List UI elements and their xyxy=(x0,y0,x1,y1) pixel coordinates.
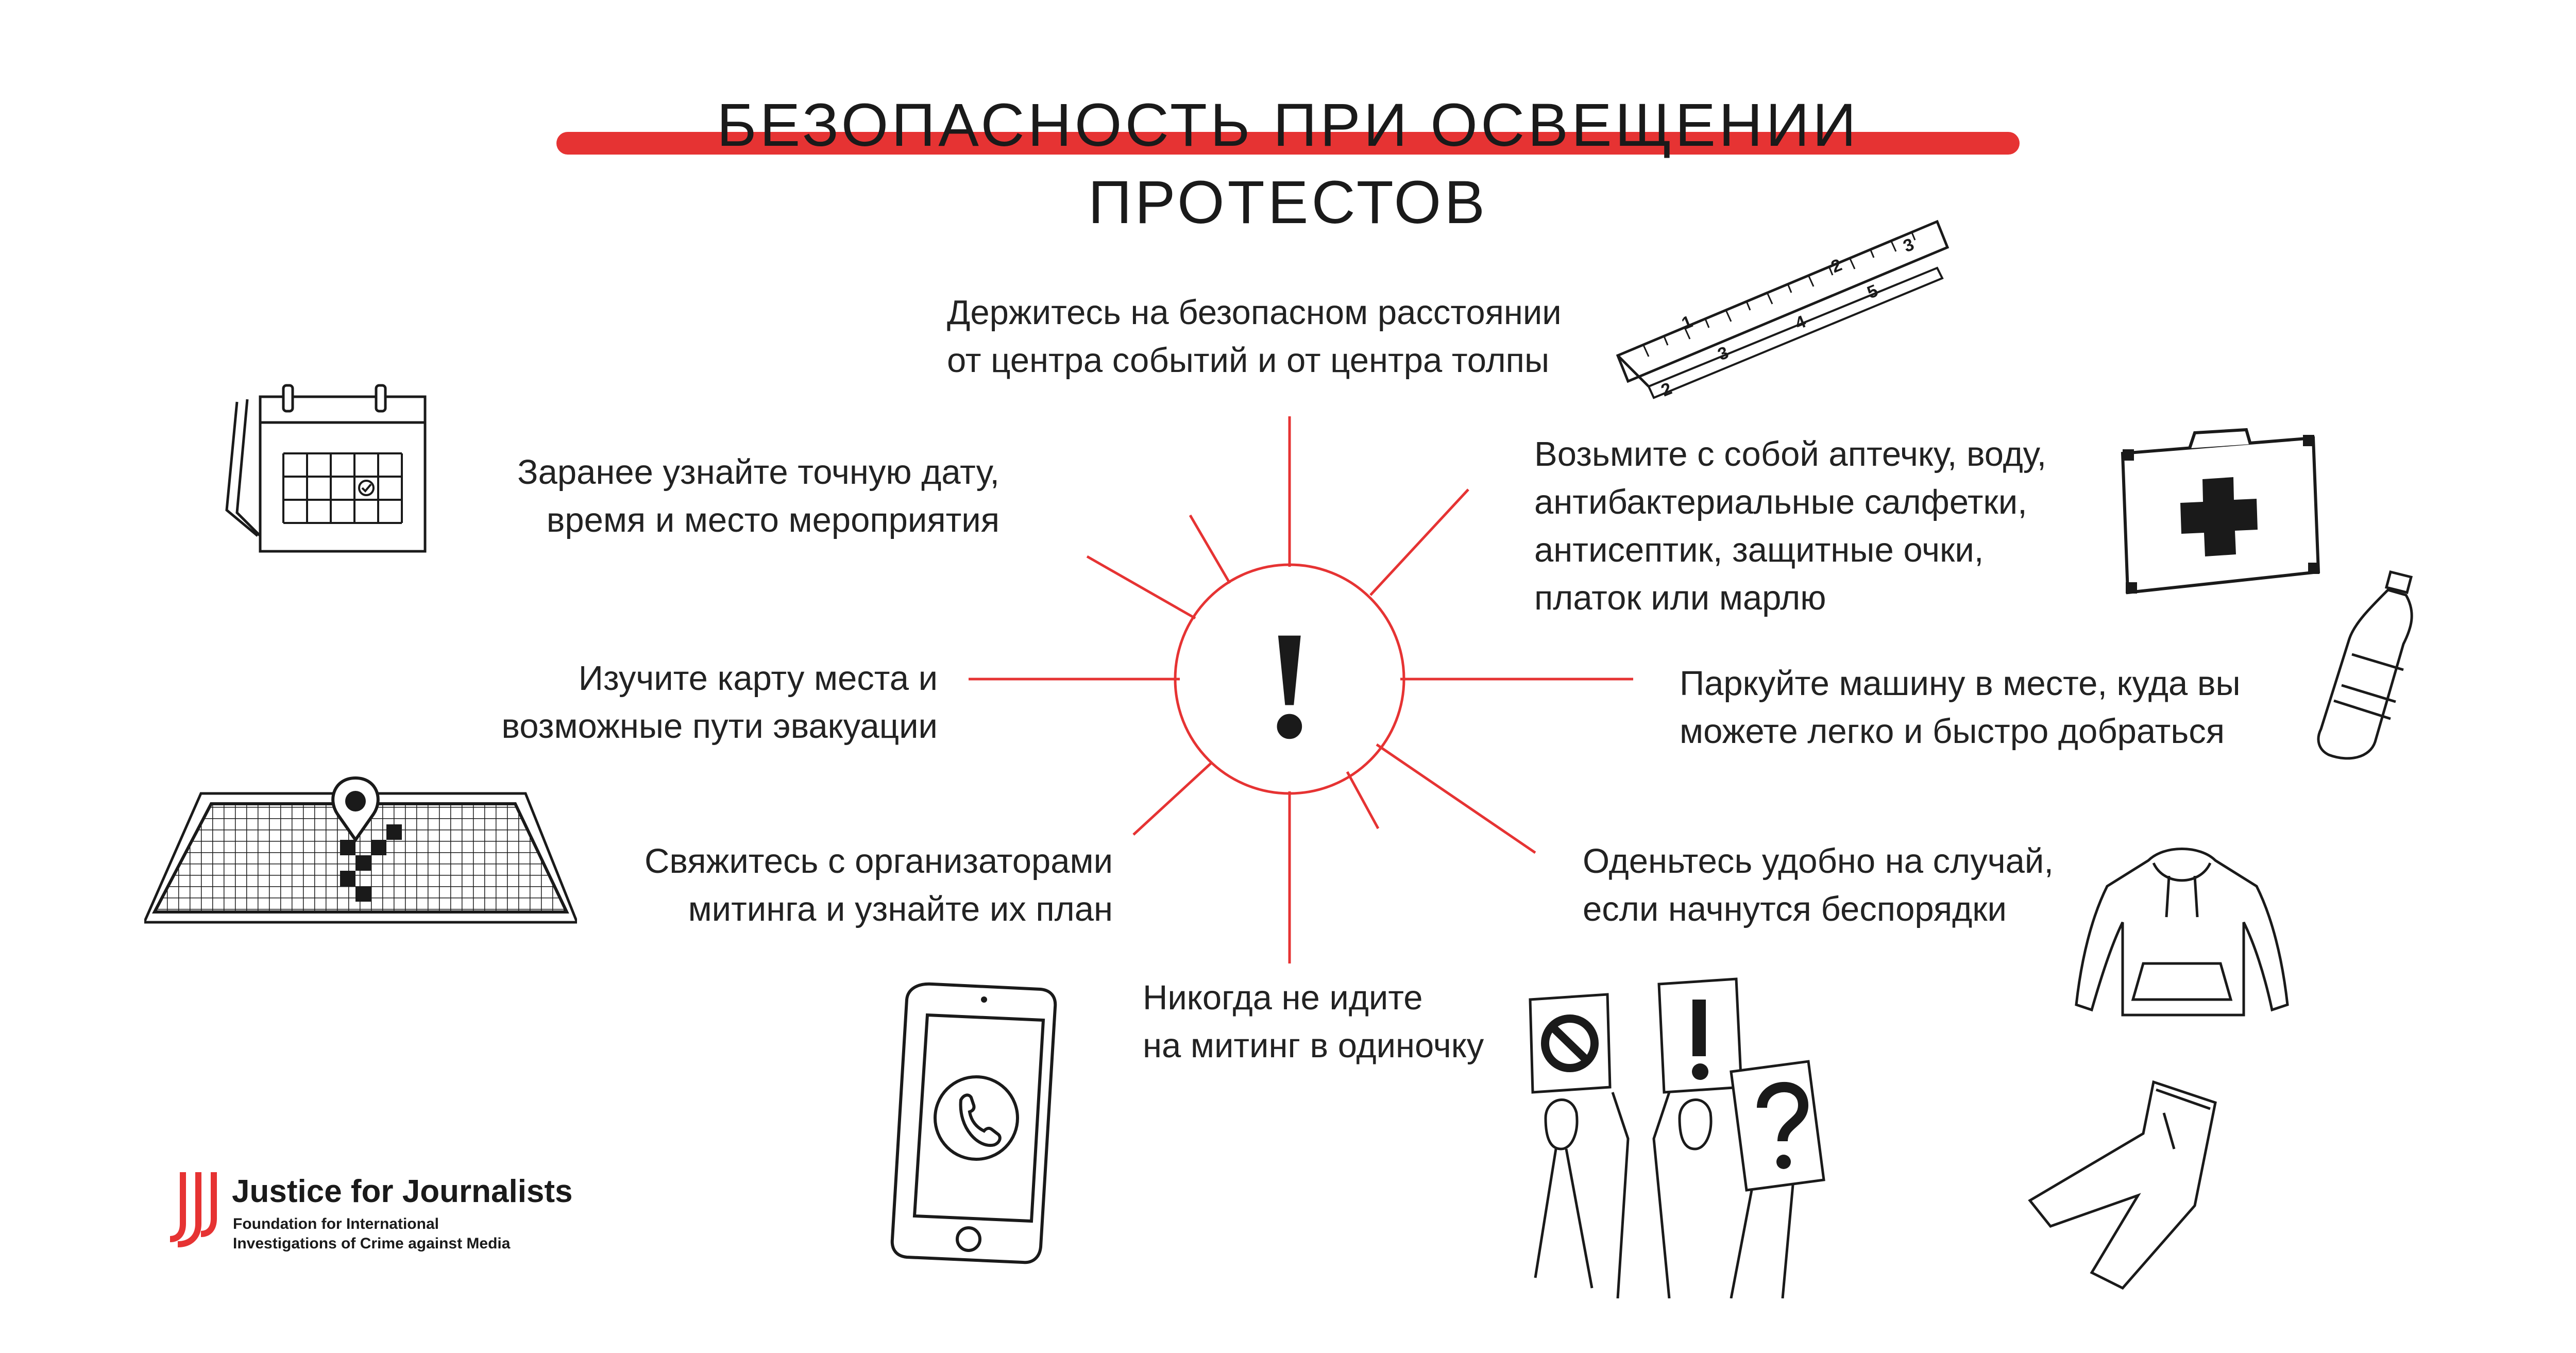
tip-parking: Паркуйте машину в месте, куда вы можете … xyxy=(1680,659,2241,755)
tip-kit-line4: платок или марлю xyxy=(1534,579,1826,617)
ray xyxy=(1132,762,1213,836)
tip-kit-line1: Возьмите с собой аптечку, воду, xyxy=(1534,435,2047,473)
hoodie-icon xyxy=(2075,848,2289,1017)
ray xyxy=(1376,743,1536,854)
tip-distance: Держитесь на безопасном расстоянии от це… xyxy=(947,289,1562,384)
title-banner: БЕЗОПАСНОСТЬ ПРИ ОСВЕЩЕНИИ ПРОТЕСТОВ xyxy=(556,87,2020,236)
tip-kit-line3: антисептик, защитные очки, xyxy=(1534,531,1984,569)
jeans-icon xyxy=(2028,1080,2217,1290)
ray xyxy=(1346,771,1380,830)
logo-subtitle-1: Foundation for International xyxy=(233,1215,439,1232)
tip-map: Изучите карту места и возможные пути эва… xyxy=(422,654,938,750)
center-circle xyxy=(1174,563,1405,795)
jfj-logo: Justice for Journalists Foundation for I… xyxy=(155,1162,618,1280)
tip-date-line2: время и место мероприятия xyxy=(546,501,999,539)
ray xyxy=(1369,488,1469,596)
tip-alone: Никогда не идите на митинг в одиночку xyxy=(1143,974,1484,1070)
tip-distance-line1: Держитесь на безопасном расстоянии xyxy=(947,293,1562,332)
tape-number: 2 xyxy=(1828,255,1845,277)
calendar-icon xyxy=(225,384,427,553)
tape-measure-icon: 1 2 3 4 5 2 3 xyxy=(1616,219,1950,400)
exclamation-mark: ! xyxy=(1264,599,1315,770)
tip-kit-line2: антибактериальные салфетки, xyxy=(1534,483,2027,521)
tip-date: Заранее узнайте точную дату, время и мес… xyxy=(464,448,999,544)
title-underline xyxy=(556,132,2020,155)
water-bottle-icon xyxy=(2317,570,2413,760)
tip-map-line2: возможные пути эвакуации xyxy=(501,707,938,746)
tip-map-line1: Изучите карту места и xyxy=(578,659,938,698)
tip-organizers-line1: Свяжитесь с организаторами xyxy=(645,842,1113,881)
tip-organizers-line2: митинга и узнайте их план xyxy=(688,890,1113,928)
tip-parking-line1: Паркуйте машину в месте, куда вы xyxy=(1680,664,2241,703)
tip-kit: Возьмите с собой аптечку, воду, антибакт… xyxy=(1534,430,2046,622)
logo-subtitle-2: Investigations of Crime against Media xyxy=(233,1235,511,1252)
tip-clothes-line2: если начнутся беспорядки xyxy=(1583,890,2007,928)
logo-name: Justice for Journalists xyxy=(232,1174,573,1209)
protest-signs-icon xyxy=(1529,977,1825,1298)
ray xyxy=(1086,555,1196,620)
tip-clothes-line1: Оденьтесь удобно на случай, xyxy=(1583,842,2054,881)
phone-icon xyxy=(890,982,1057,1264)
tip-alone-line1: Никогда не идите xyxy=(1143,978,1423,1017)
tip-clothes: Оденьтесь удобно на случай, если начнутс… xyxy=(1583,837,2054,933)
jfj-logo-mark xyxy=(170,1172,217,1247)
ray xyxy=(1189,514,1231,584)
tip-distance-line2: от центра событий и от центра толпы xyxy=(947,341,1550,380)
map-icon xyxy=(144,776,577,924)
first-aid-kit-icon xyxy=(2121,428,2320,595)
tip-parking-line2: можете легко и быстро добраться xyxy=(1680,712,2225,751)
tip-date-line1: Заранее узнайте точную дату, xyxy=(517,453,999,492)
tip-alone-line2: на митинг в одиночку xyxy=(1143,1026,1484,1065)
tip-organizers: Свяжитесь с организаторами митинга и узн… xyxy=(515,837,1113,933)
page-title: БЕЗОПАСНОСТЬ ПРИ ОСВЕЩЕНИИ ПРОТЕСТОВ xyxy=(717,91,1859,236)
